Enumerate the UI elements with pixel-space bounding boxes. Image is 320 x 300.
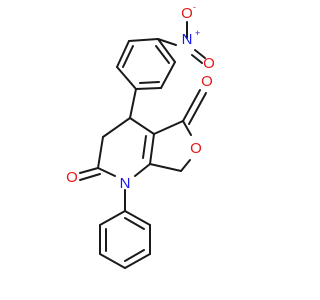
nitro-oxygen-right-label: O [203, 55, 215, 72]
bond [122, 45, 134, 68]
bond [124, 210, 151, 226]
bond [194, 49, 206, 59]
bond [99, 253, 126, 269]
bond [128, 38, 159, 42]
bond [188, 92, 207, 125]
nitro-oxygen-top-label: O [181, 5, 193, 22]
bond [155, 45, 170, 64]
molecule-structure: N + O - O O O O N [66, 2, 215, 269]
amide-oxygen-label: O [66, 169, 78, 186]
nitro-nitrogen-charge: + [195, 28, 200, 38]
ring-oxygen-label: O [190, 140, 202, 157]
bond [124, 253, 151, 269]
bond [129, 88, 137, 119]
nitro-oxygen-top-charge: - [193, 2, 196, 12]
bond [134, 163, 151, 177]
bond [99, 210, 126, 226]
structure-canvas: N + O - O O O O N [66, 2, 215, 269]
bond [97, 136, 104, 169]
bond [102, 117, 131, 138]
bond [149, 163, 182, 172]
bond [153, 120, 184, 135]
bond [124, 217, 145, 230]
ring-nitrogen-label: N [120, 175, 131, 192]
bond-layer [79, 21, 207, 269]
bond [157, 38, 177, 46]
bond [139, 81, 160, 84]
bond [79, 167, 99, 174]
bond [142, 135, 147, 159]
bond [79, 173, 101, 181]
bond [135, 87, 162, 90]
ketone-oxygen-label: O [201, 73, 213, 90]
bond [160, 61, 176, 89]
atom-label-layer: N + O - O O O O N [66, 2, 215, 192]
bond [97, 167, 116, 177]
bond [116, 40, 130, 68]
bond [182, 120, 192, 136]
bond [124, 249, 145, 262]
bond [182, 89, 201, 122]
bond [157, 38, 176, 63]
bond [149, 133, 155, 165]
nitro-nitrogen-label: N [182, 31, 193, 48]
bond [129, 117, 155, 135]
bond [191, 54, 203, 64]
bond [180, 159, 191, 172]
bond [116, 66, 137, 90]
